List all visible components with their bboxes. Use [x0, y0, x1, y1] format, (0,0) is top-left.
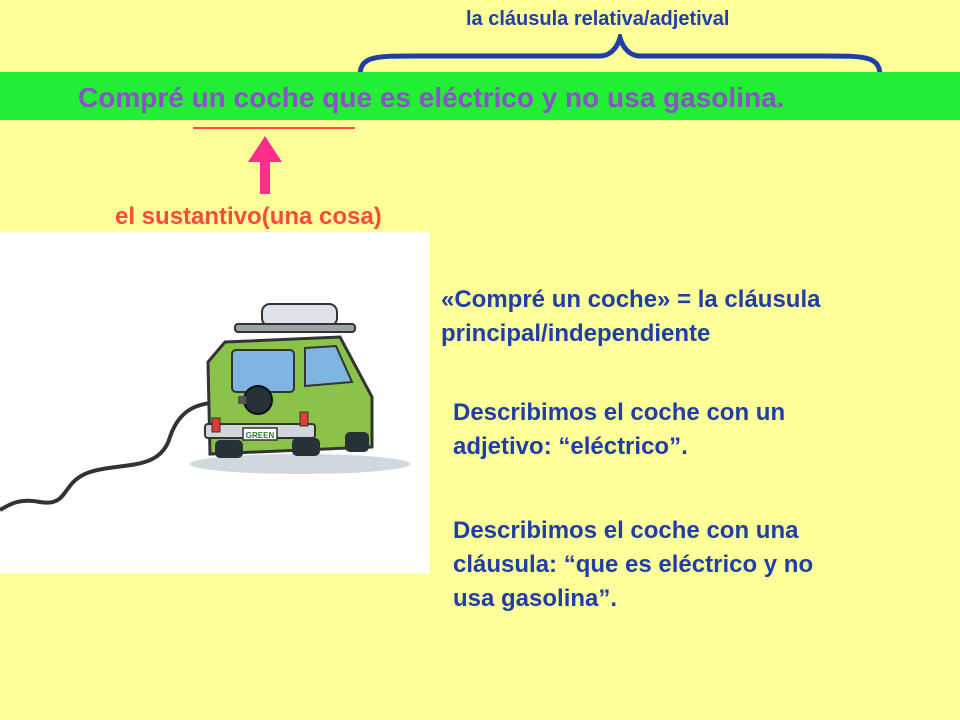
- clause-description-line: Describimos el coche con una: [453, 517, 799, 544]
- adjective-description: Describimos el coche con un adjetivo: “e…: [453, 396, 943, 464]
- curly-brace: [357, 34, 883, 79]
- main-clause-explanation: «Compré un coche» = la cláusula principa…: [441, 283, 956, 351]
- clause-description-line: usa gasolina”.: [453, 585, 618, 612]
- sentence-highlight-band: [0, 72, 960, 120]
- clause-description-line: cláusula: “que es eléctrico y no: [453, 551, 814, 578]
- car-icon: GREEN: [0, 303, 410, 512]
- example-sentence: Compré un coche que es eléctrico y no us…: [78, 82, 785, 113]
- main-clause-line: «Compré un coche» = la cláusula: [441, 286, 821, 313]
- electric-car-illustration: GREEN: [0, 232, 430, 574]
- car-plate-text: GREEN: [246, 431, 275, 440]
- arrow-up-icon: [248, 136, 282, 194]
- main-clause-line: principal/independiente: [441, 320, 711, 347]
- adjective-description-line: adjetivo: “eléctrico”.: [453, 433, 688, 460]
- adjective-description-line: Describimos el coche con un: [453, 399, 786, 426]
- relative-clause-label: la cláusula relativa/adjetival: [466, 8, 730, 30]
- clause-description: Describimos el coche con una cláusula: “…: [453, 514, 943, 616]
- noun-underline: [193, 127, 355, 129]
- noun-label: el sustantivo(una cosa): [115, 203, 382, 230]
